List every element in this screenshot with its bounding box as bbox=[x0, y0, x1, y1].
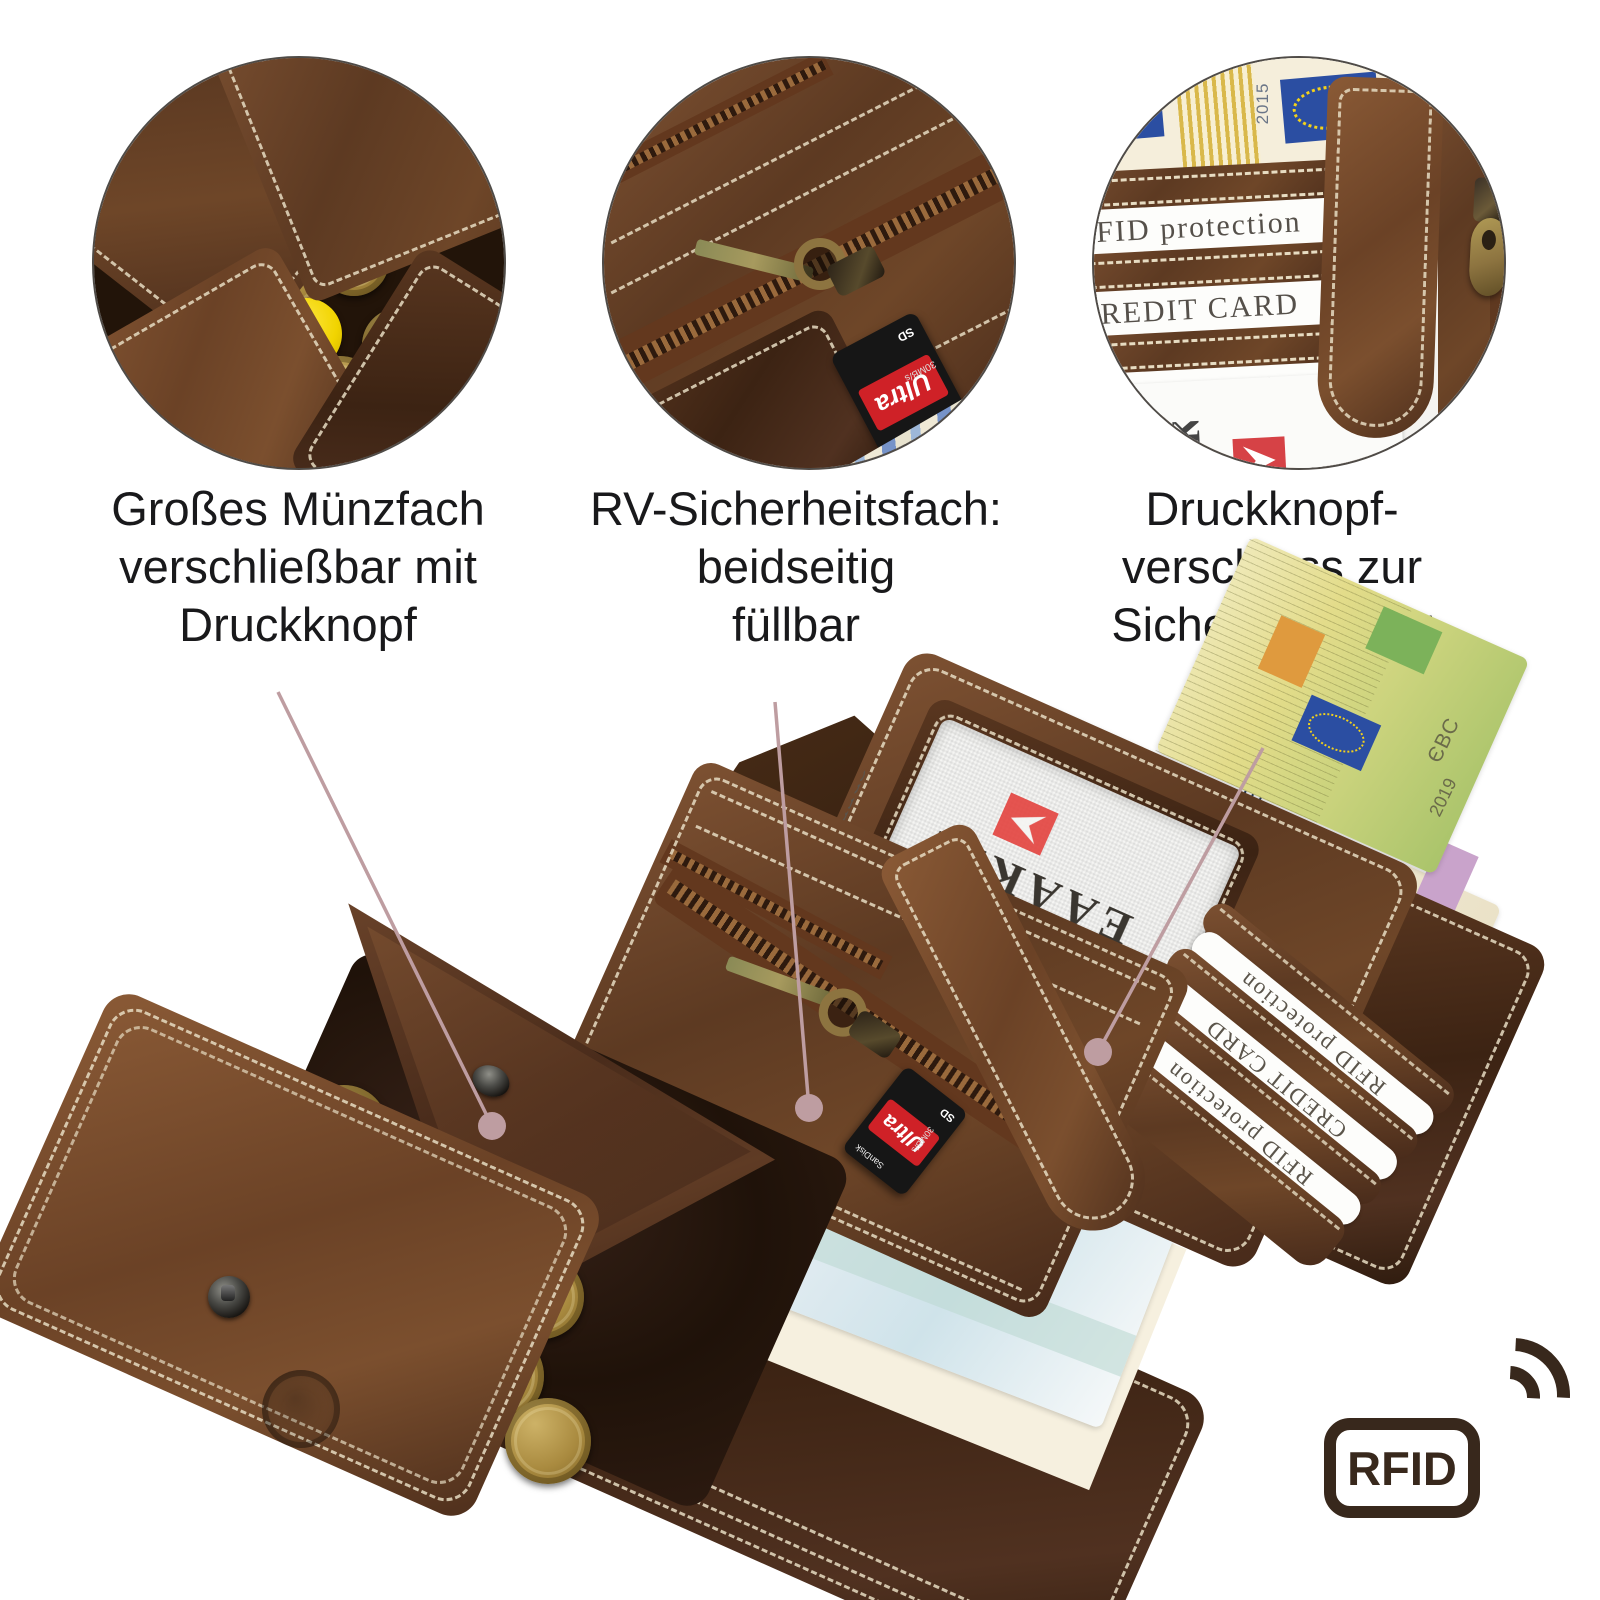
rfid-card-icon: RFID bbox=[1324, 1418, 1480, 1518]
sd-card-brand: SanDisk bbox=[853, 1142, 886, 1171]
caption-line: füllbar bbox=[731, 598, 860, 651]
caption-zip-pocket: RV-Sicherheitsfach: beidseitig füllbar bbox=[546, 480, 1046, 654]
sd-logo: SD bbox=[937, 1105, 958, 1125]
caption-coin-pocket: Großes Münzfach verschließbar mit Druckk… bbox=[38, 480, 558, 654]
banknote-ecb-short: ЄBC bbox=[1423, 713, 1465, 767]
banknote-year-2019: 2019 bbox=[1425, 774, 1461, 820]
caption-line: RV-Sicherheitsfach: bbox=[590, 482, 1002, 535]
caption-line: beidseitig bbox=[696, 540, 896, 593]
caption-line: Druckknopf- bbox=[1145, 482, 1399, 535]
detail-circle-zip-pocket: Ultra SanDisk 30MB/s SD bbox=[602, 56, 1016, 470]
caption-line: Großes Münzfach bbox=[111, 482, 485, 535]
detail-circle-snap-strap: 2015 RFID protection CREDIT CARD RFID pr… bbox=[1092, 56, 1506, 470]
coin bbox=[505, 1398, 591, 1484]
caption-line: Druckknopf bbox=[179, 598, 417, 651]
embossed-logo bbox=[262, 1370, 340, 1448]
snap-post bbox=[208, 1276, 250, 1318]
rfid-label: RFID bbox=[1347, 1441, 1457, 1495]
rfid-protection-icon: RFID bbox=[1316, 1314, 1594, 1562]
detail-circle-coin-pocket bbox=[92, 56, 506, 470]
caption-line: verschließbar mit bbox=[119, 540, 477, 593]
